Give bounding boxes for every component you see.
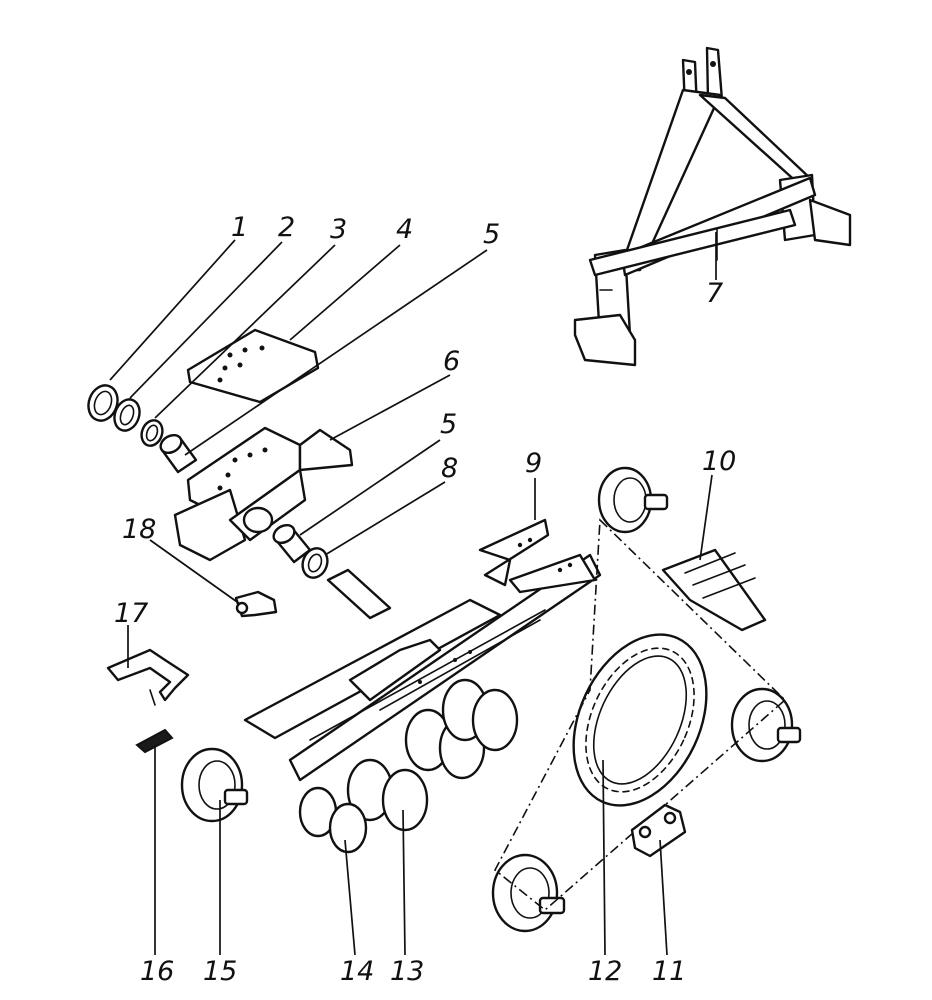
callout-9: 9 (525, 448, 542, 479)
callout-17: 17 (114, 598, 148, 629)
part-4-plate (186, 328, 320, 404)
callout-12: 12 (588, 956, 622, 987)
leader-lines (109, 232, 717, 956)
callout-10: 10 (702, 446, 736, 477)
part-10-track-pad (661, 548, 767, 632)
part-15-front-idler (180, 747, 249, 823)
callout-8: 8 (441, 453, 458, 484)
callout-4: 4 (396, 214, 413, 245)
callout-3: 3 (330, 214, 347, 245)
part-3-ring (140, 419, 164, 447)
part-12-sprocket (572, 633, 708, 807)
part-17-bracket (106, 648, 190, 706)
callout-14: 14 (340, 956, 374, 987)
idler-wheel-right (730, 687, 802, 763)
part-16-small-plate (135, 728, 174, 754)
callout-5-lower: 5 (440, 409, 457, 440)
part-14-track-roller (298, 786, 368, 854)
part-5-bushing-lower (272, 523, 312, 564)
track-chain-outline (493, 518, 787, 912)
callout-18: 18 (122, 514, 156, 545)
part-13-track-roller (346, 678, 519, 832)
part-11-chain-link (630, 803, 687, 858)
callout-1: 1 (231, 212, 248, 243)
part-6-pivot-bracket (173, 426, 354, 562)
part-18-bolt (234, 590, 278, 618)
callout-2: 2 (278, 212, 295, 243)
part-5-bushing-upper (159, 433, 198, 474)
idler-wheel-top (597, 466, 669, 534)
callout-5-upper: 5 (483, 219, 500, 250)
callout-15: 15 (203, 956, 237, 987)
part-2-ring (113, 398, 141, 432)
callout-11: 11 (652, 956, 686, 987)
callout-6: 6 (443, 346, 460, 377)
callout-7: 7 (706, 278, 723, 309)
idler-wheel-bottom (491, 853, 566, 933)
callout-13: 13 (390, 956, 424, 987)
part-7-hitch-frame (573, 46, 852, 367)
part-8-ring (301, 547, 329, 579)
callout-labels: 1 2 3 4 5 6 5 8 9 10 7 18 17 16 15 14 13… (114, 212, 736, 987)
part-9-track-frame (243, 518, 602, 782)
callout-16: 16 (140, 956, 174, 987)
